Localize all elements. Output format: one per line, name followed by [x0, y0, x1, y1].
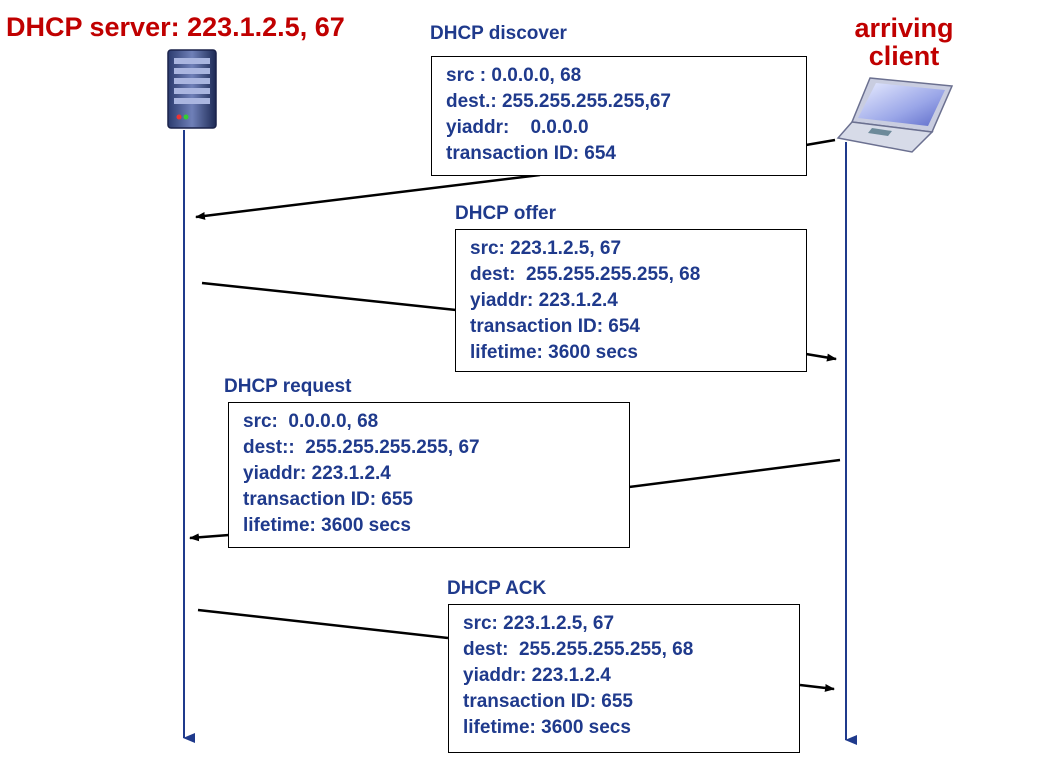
offer-arrow-segment-1	[201, 281, 457, 312]
client-title: arriving client	[838, 14, 970, 70]
server-title: DHCP server: 223.1.2.5, 67	[6, 12, 345, 42]
offer-arrow	[805, 352, 837, 362]
server-icon	[167, 49, 217, 129]
discover-arrow	[195, 173, 541, 220]
offer-transaction-id: transaction ID: 654	[470, 316, 640, 337]
offer-src: src: 223.1.2.5, 67	[470, 238, 622, 259]
discover-yiaddr: yiaddr: 0.0.0.0	[446, 117, 589, 138]
laptop-icon	[836, 77, 954, 153]
request-box: src: 0.0.0.0, 68 dest:: 255.255.255.255,…	[228, 402, 630, 548]
ack-dest: dest: 255.255.255.255, 68	[463, 639, 694, 660]
discover-dest: dest.: 255.255.255.255,67	[446, 91, 672, 112]
discover-transaction-id: transaction ID: 654	[446, 143, 616, 164]
offer-dest: dest: 255.255.255.255, 68	[470, 264, 701, 285]
request-src: src: 0.0.0.0, 68	[243, 411, 379, 432]
client-title-line2: client	[868, 41, 940, 71]
discover-box: src : 0.0.0.0, 68 dest.: 255.255.255.255…	[431, 56, 807, 176]
ack-box: src: 223.1.2.5, 67 dest: 255.255.255.255…	[448, 604, 800, 753]
request-yiaddr: yiaddr: 223.1.2.4	[243, 463, 391, 484]
ack-arrow-segment-1	[197, 608, 449, 640]
request-dest: dest:: 255.255.255.255, 67	[243, 437, 480, 458]
ack-arrow	[799, 683, 835, 692]
request-arrow	[189, 533, 230, 542]
offer-box: src: 223.1.2.5, 67 dest: 255.255.255.255…	[455, 229, 807, 372]
ack-transaction-id: transaction ID: 655	[463, 691, 633, 712]
ack-title: DHCP ACK	[447, 578, 547, 599]
ack-yiaddr: yiaddr: 223.1.2.4	[463, 665, 611, 686]
request-arrow-segment-1	[628, 458, 841, 489]
request-title: DHCP request	[224, 376, 352, 397]
ack-lifetime: lifetime: 3600 secs	[463, 717, 631, 738]
request-lifetime: lifetime: 3600 secs	[243, 515, 411, 536]
offer-lifetime: lifetime: 3600 secs	[470, 342, 638, 363]
discover-title: DHCP discover	[430, 23, 567, 44]
offer-yiaddr: yiaddr: 223.1.2.4	[470, 290, 618, 311]
ack-src: src: 223.1.2.5, 67	[463, 613, 615, 634]
discover-arrow-segment-1	[805, 138, 836, 147]
offer-title: DHCP offer	[455, 203, 556, 224]
discover-src: src : 0.0.0.0, 68	[446, 65, 582, 86]
client-title-line1: arriving	[854, 13, 954, 43]
request-transaction-id: transaction ID: 655	[243, 489, 413, 510]
